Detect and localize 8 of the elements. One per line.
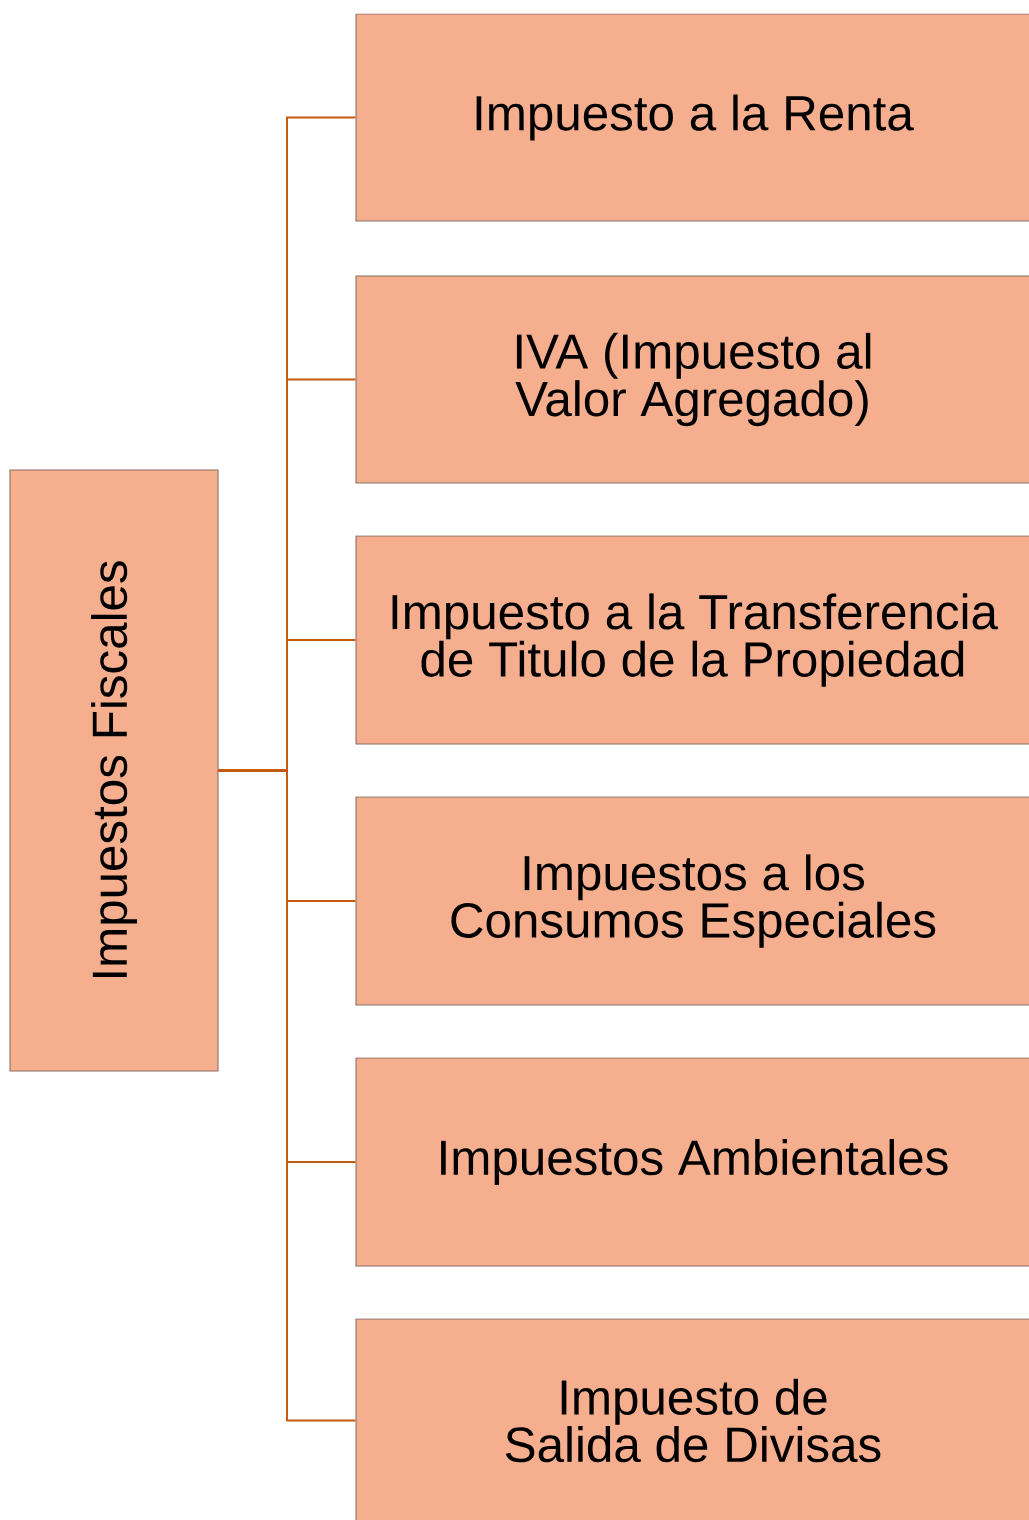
tax-box: Impuestos a los Consumos Especiales [355, 796, 1029, 1006]
tax-box: Impuestos Ambientales [355, 1057, 1029, 1267]
category-box: Impuestos Fiscales [9, 469, 219, 1072]
tax-box: Impuesto de Salida de Divisas [355, 1318, 1029, 1520]
tax-box: Impuesto a la Renta [355, 13, 1029, 222]
connector [217, 769, 357, 1422]
tax-box: Impuesto a la Transferencia de Titulo de la Propiedad [355, 535, 1029, 745]
tax-box: IVA (Impuesto al Valor Agregado) [355, 275, 1029, 484]
